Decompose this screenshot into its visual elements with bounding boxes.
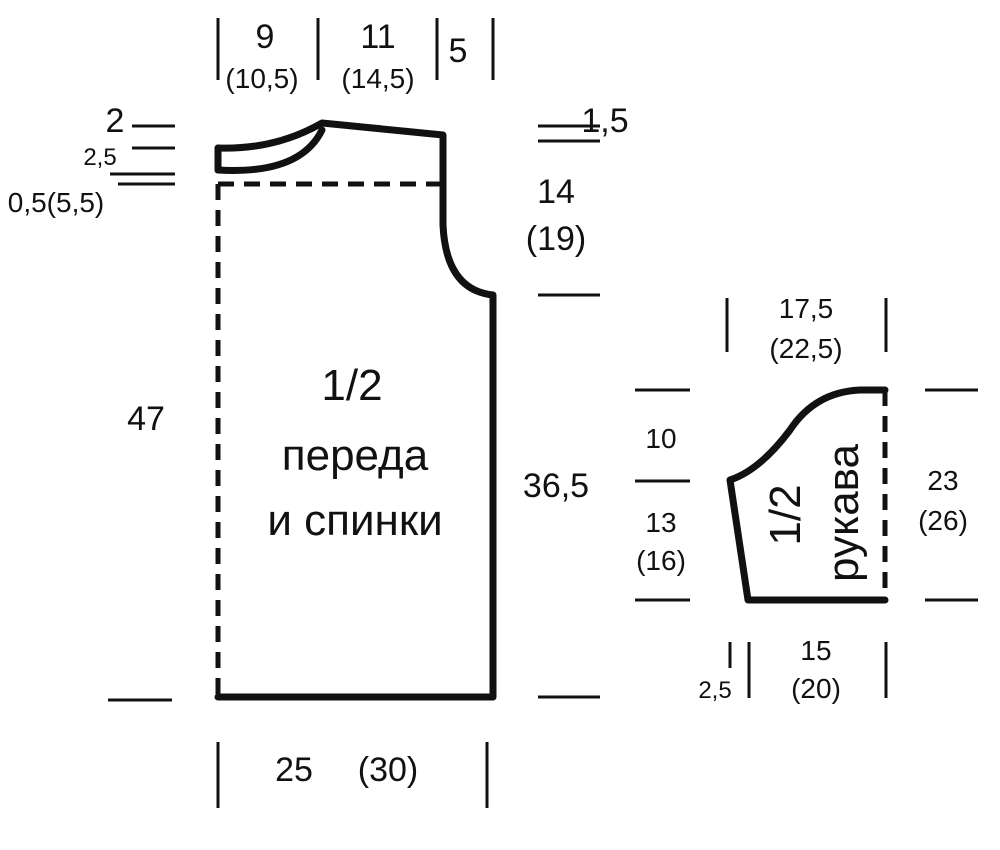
dim-sleeve-total-height: 23 xyxy=(927,465,958,496)
dim-sleeve-lower-height: 13 xyxy=(645,507,676,538)
body-title-fraction: 1/2 xyxy=(321,361,382,410)
dim-shoulder-left: 9 xyxy=(256,18,275,56)
dim-neck-width-alt: (14,5) xyxy=(341,63,414,94)
body-piece: 1/2 переда и спинки 9 (10,5) 11 (14,5) 5… xyxy=(8,18,629,808)
dim-total-height: 47 xyxy=(127,400,165,438)
dim-shoulder-slope: 1,5 xyxy=(581,102,628,140)
dim-half-width-alt: (30) xyxy=(358,751,418,789)
sleeve-right-ticks xyxy=(925,388,978,602)
dim-armhole-height-alt: (19) xyxy=(526,220,586,258)
sleeve-top-ticks xyxy=(725,298,888,352)
front-neckline xyxy=(214,126,326,174)
dim-half-width: 25 xyxy=(275,751,313,789)
dim-sleeve-total-height-alt: (26) xyxy=(918,505,968,536)
dim-neck-depth-back: 2 xyxy=(106,102,125,140)
body-title-line3: и спинки xyxy=(267,496,442,545)
sleeve-bottom-ticks xyxy=(728,642,888,698)
neck-depth-ticks xyxy=(110,124,175,186)
dim-sleeve-bottom-offset: 2,5 xyxy=(698,677,731,704)
dim-sleeve-bottom-width: 15 xyxy=(800,635,831,666)
sleeve-left-ticks xyxy=(635,388,690,602)
body-outline xyxy=(214,119,497,701)
dim-sleeve-lower-height-alt: (16) xyxy=(636,545,686,576)
dim-shoulder-right: 5 xyxy=(449,32,468,70)
body-title-line2: переда xyxy=(282,431,429,480)
dim-sleeve-bottom-width-alt: (20) xyxy=(791,673,841,704)
dim-armhole-height: 14 xyxy=(537,173,575,211)
sleeve-piece: 1/2 рукава 17,5 (22,5) 10 13 (16) 23 (26… xyxy=(635,293,978,704)
sleeve-title-word: рукава xyxy=(819,443,868,582)
dim-sleeve-top-width: 17,5 xyxy=(779,293,834,324)
dim-shoulder-left-alt: (10,5) xyxy=(225,63,298,94)
sleeve-outline xyxy=(726,386,889,604)
dim-neck-width: 11 xyxy=(360,18,395,56)
sleeve-title-fraction: 1/2 xyxy=(761,484,810,545)
right-side-ticks xyxy=(538,124,600,699)
bottom-width-ticks xyxy=(216,742,489,808)
dim-neck-depth-front: 0,5(5,5) xyxy=(8,187,105,218)
dim-sleeve-cap-height: 10 xyxy=(645,423,676,454)
dim-side-height: 36,5 xyxy=(523,467,589,505)
top-dimension-ticks xyxy=(216,18,495,80)
dim-neck-depth-mid: 2,5 xyxy=(83,144,116,171)
dim-sleeve-top-width-alt: (22,5) xyxy=(769,333,842,364)
